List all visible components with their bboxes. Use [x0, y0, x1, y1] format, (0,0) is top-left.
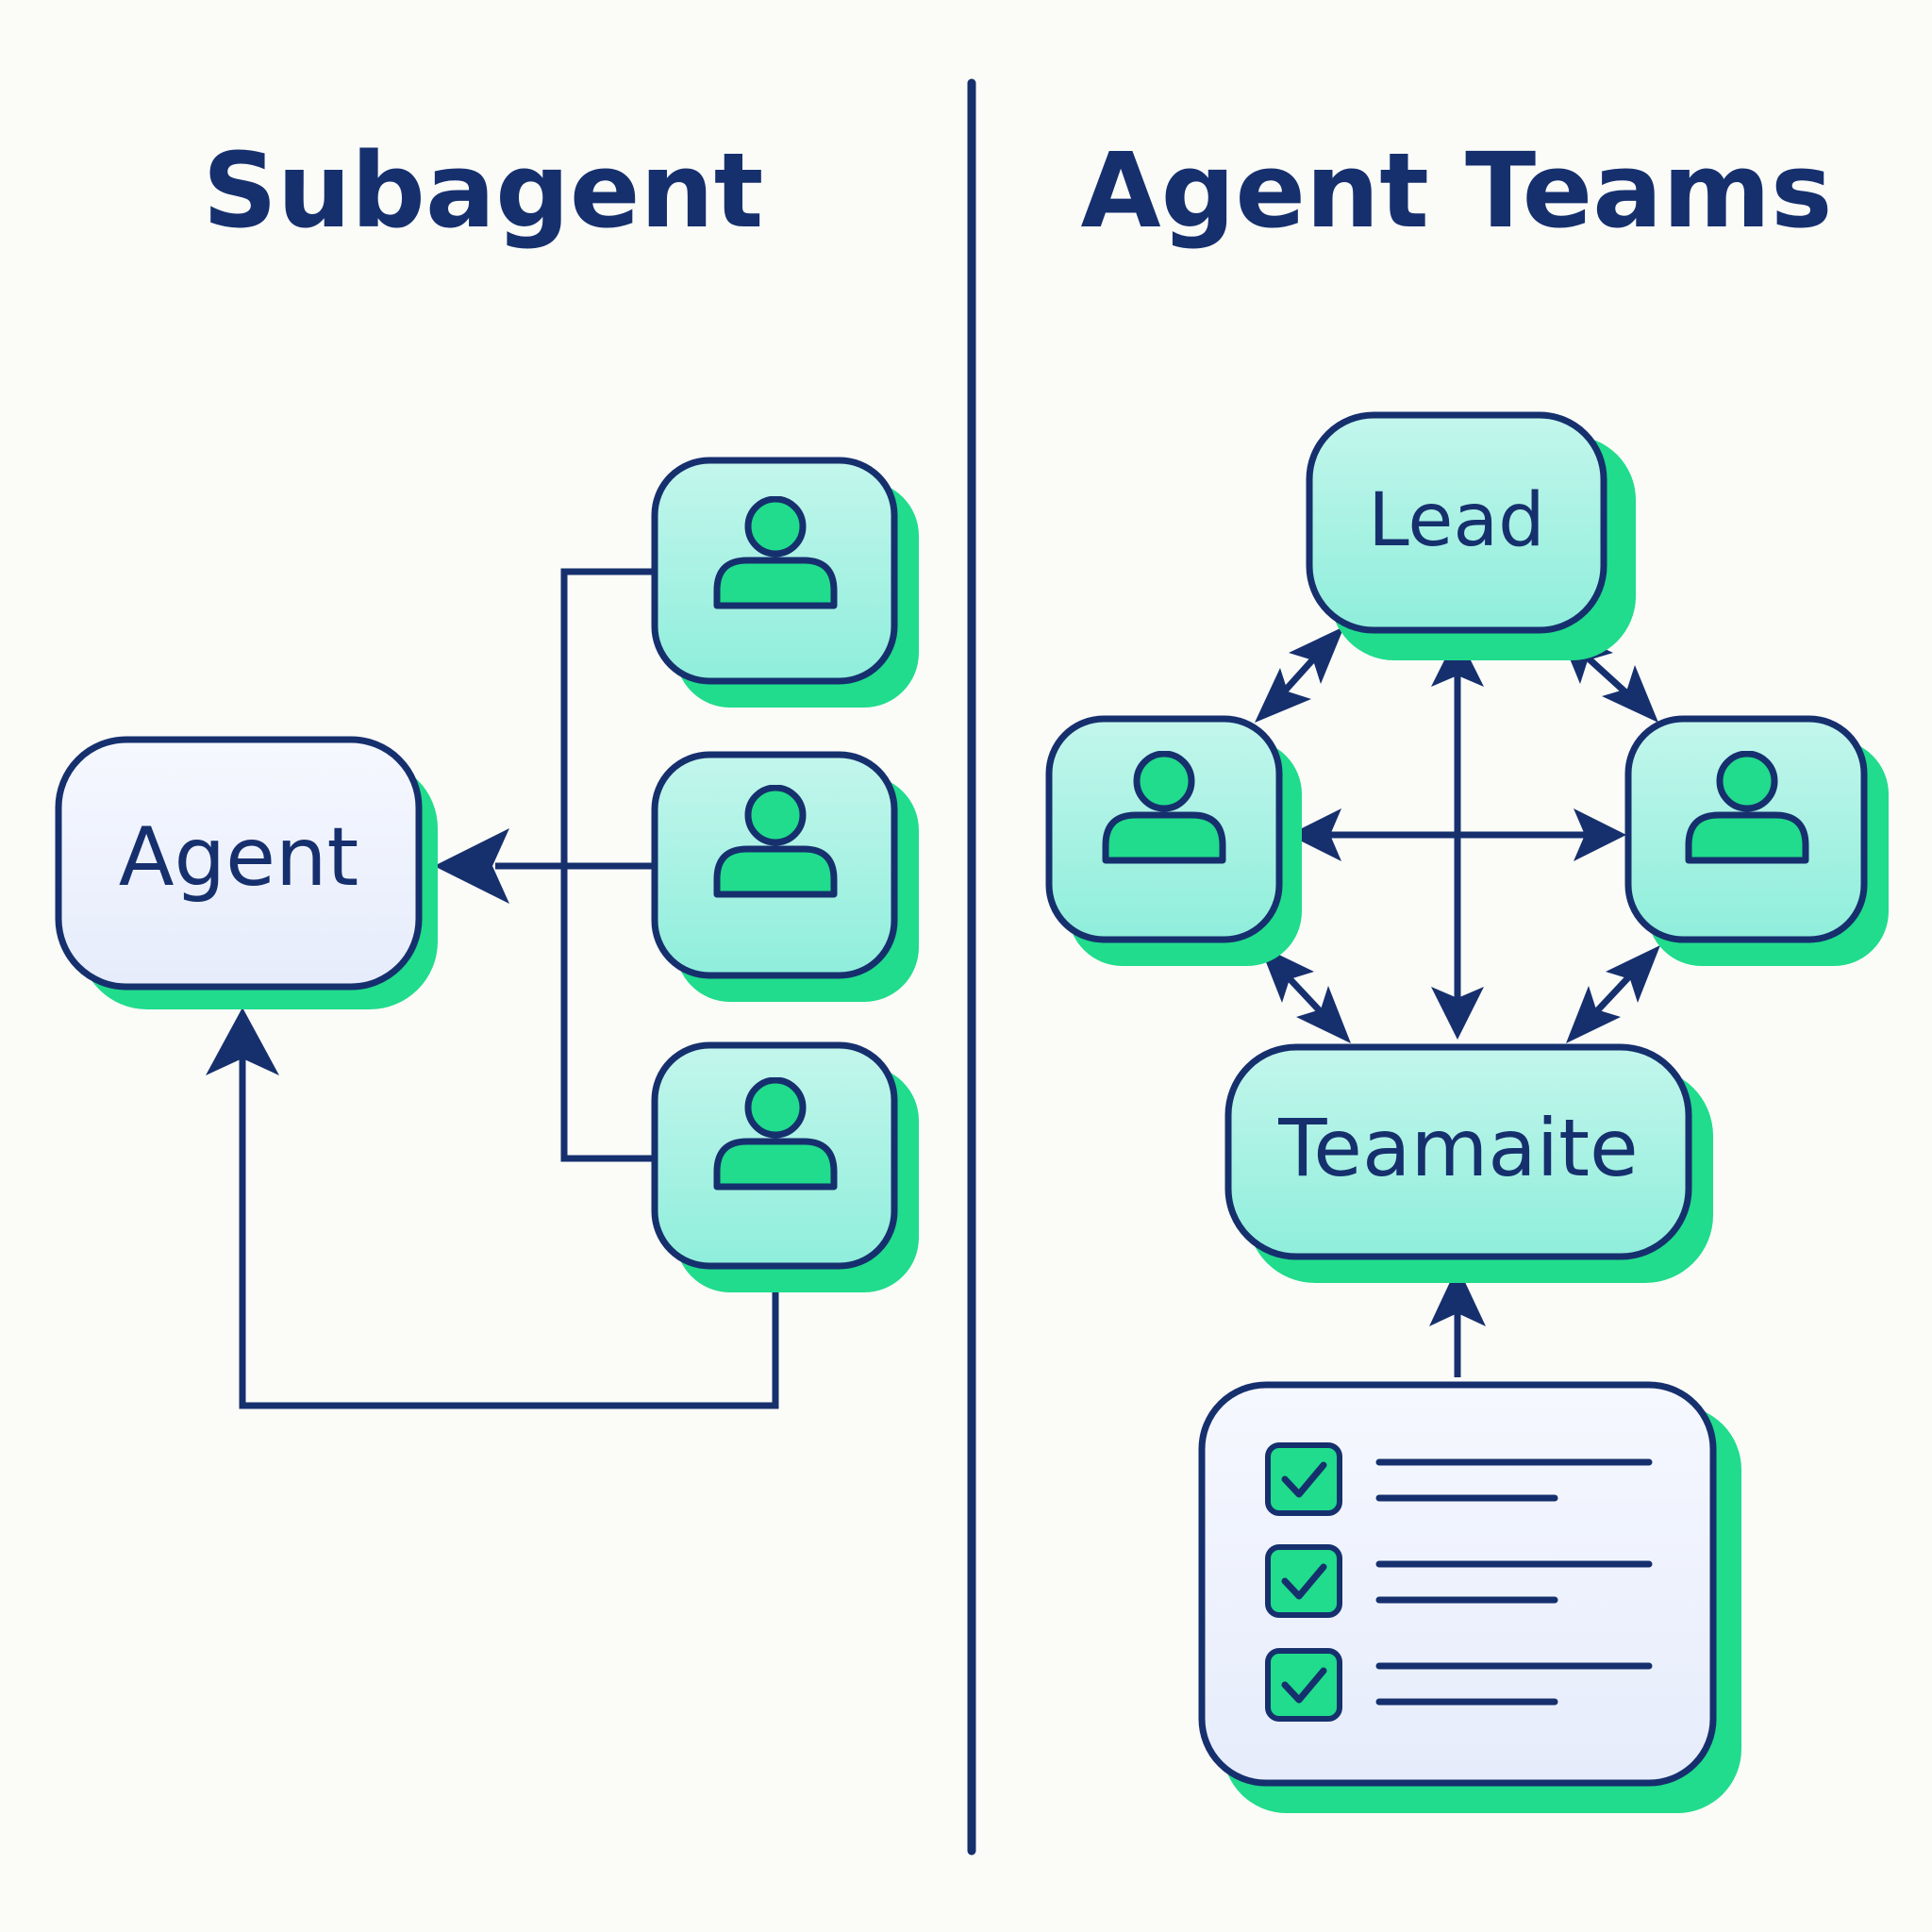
subagent-connectors — [239, 568, 779, 1409]
task-item — [1265, 1648, 1653, 1722]
lead-node: Lead — [1306, 411, 1636, 660]
arrow-icon — [434, 828, 509, 904]
checkbox-icon — [1265, 1648, 1342, 1722]
teammate-label: Teamaite — [1277, 1102, 1638, 1194]
subagent-node — [651, 1041, 919, 1292]
checkbox-icon — [1265, 1442, 1342, 1516]
subagent-title: Subagent — [203, 130, 764, 251]
team-connectors — [1275, 648, 1637, 1377]
teammate-node: Teamaite — [1224, 1043, 1713, 1283]
task-item — [1265, 1544, 1653, 1618]
task-list-card — [1198, 1381, 1741, 1813]
lead-label: Lead — [1368, 478, 1544, 563]
agent-node: Agent — [55, 736, 438, 1009]
teammate-node-right — [1624, 715, 1889, 966]
arrow-icon — [206, 1008, 279, 1075]
agent-teams-title: Agent Teams — [1080, 130, 1832, 251]
agent-label: Agent — [119, 810, 359, 905]
subagent-node — [651, 457, 919, 708]
subagent-node — [651, 751, 919, 1002]
checkbox-icon — [1265, 1544, 1342, 1618]
teammate-node-left — [1045, 715, 1302, 966]
arrow-icon — [1255, 626, 1660, 1326]
task-item — [1265, 1442, 1653, 1516]
